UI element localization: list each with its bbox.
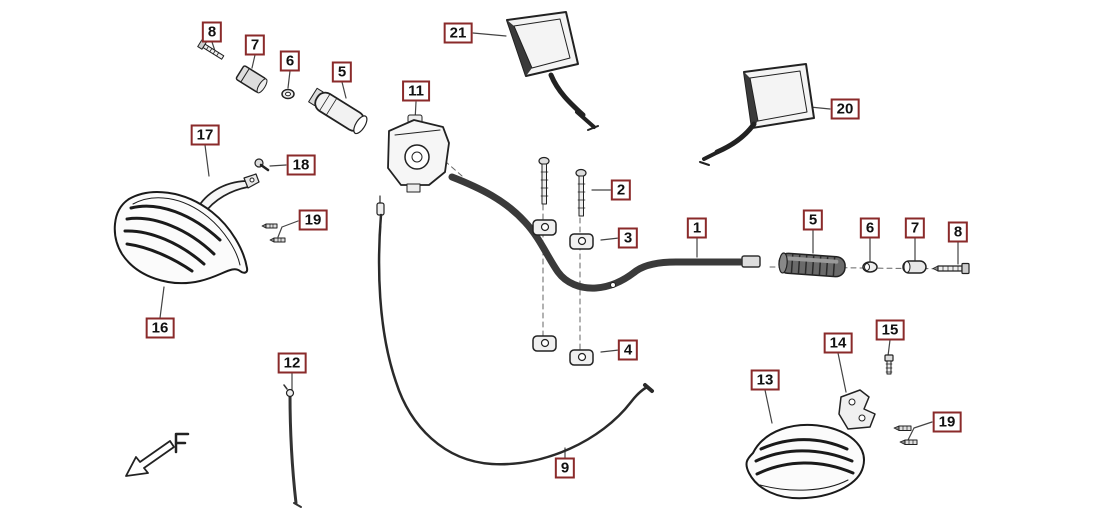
sleeve-7-left — [235, 65, 268, 94]
callout-9: 9 — [554, 457, 576, 479]
throttle-cable — [376, 195, 654, 466]
handguard-right — [745, 423, 865, 500]
callout-12: 12 — [277, 352, 307, 374]
callout-20: 20 — [830, 98, 860, 120]
bracket-bolt-15 — [884, 354, 894, 375]
handguard-left — [113, 191, 249, 285]
screw-8-right — [932, 262, 970, 275]
callout-3: 3 — [617, 227, 639, 249]
callout-13: 13 — [750, 369, 780, 391]
grip-5-right — [778, 252, 846, 278]
grip-5-left — [308, 87, 368, 135]
callout-5-right: 5 — [802, 209, 824, 231]
callout-8-right: 8 — [947, 221, 969, 243]
callout-5-left: 5 — [331, 61, 353, 83]
clamps-upper — [532, 219, 594, 250]
callout-16: 16 — [145, 317, 175, 339]
front-direction-indicator — [125, 432, 190, 477]
mirror-left — [506, 11, 599, 131]
callout-19-left: 19 — [298, 209, 328, 231]
ring-6-right — [862, 261, 878, 273]
handlebar — [448, 173, 761, 292]
callout-18: 18 — [286, 154, 316, 176]
screws-19-left — [261, 223, 286, 243]
switch-housing — [387, 114, 450, 193]
callout-2: 2 — [610, 179, 632, 201]
callout-1: 1 — [686, 217, 708, 239]
screws-19-right — [893, 425, 918, 445]
callout-11: 11 — [402, 80, 430, 102]
callout-6-right: 6 — [859, 217, 881, 239]
callout-4: 4 — [617, 339, 639, 361]
callout-8-left: 8 — [201, 21, 223, 43]
clamps-lower — [532, 335, 594, 366]
clamp-bolts-2 — [538, 156, 587, 217]
rod-12 — [283, 384, 302, 508]
callout-14: 14 — [823, 332, 853, 354]
callout-15: 15 — [875, 319, 905, 341]
ring-6-left — [281, 88, 295, 100]
leader-lines — [159, 32, 959, 459]
callout-21: 21 — [443, 22, 473, 44]
callout-19-right: 19 — [932, 411, 962, 433]
guard-bracket — [838, 389, 876, 430]
callout-17: 17 — [190, 124, 220, 146]
callout-6-left: 6 — [279, 50, 301, 72]
mirror-right — [699, 63, 815, 166]
pivot-bolt-18 — [254, 158, 270, 172]
callout-7-left: 7 — [244, 34, 266, 56]
callout-7-right: 7 — [904, 217, 926, 239]
bar-end-7-right — [902, 260, 927, 274]
